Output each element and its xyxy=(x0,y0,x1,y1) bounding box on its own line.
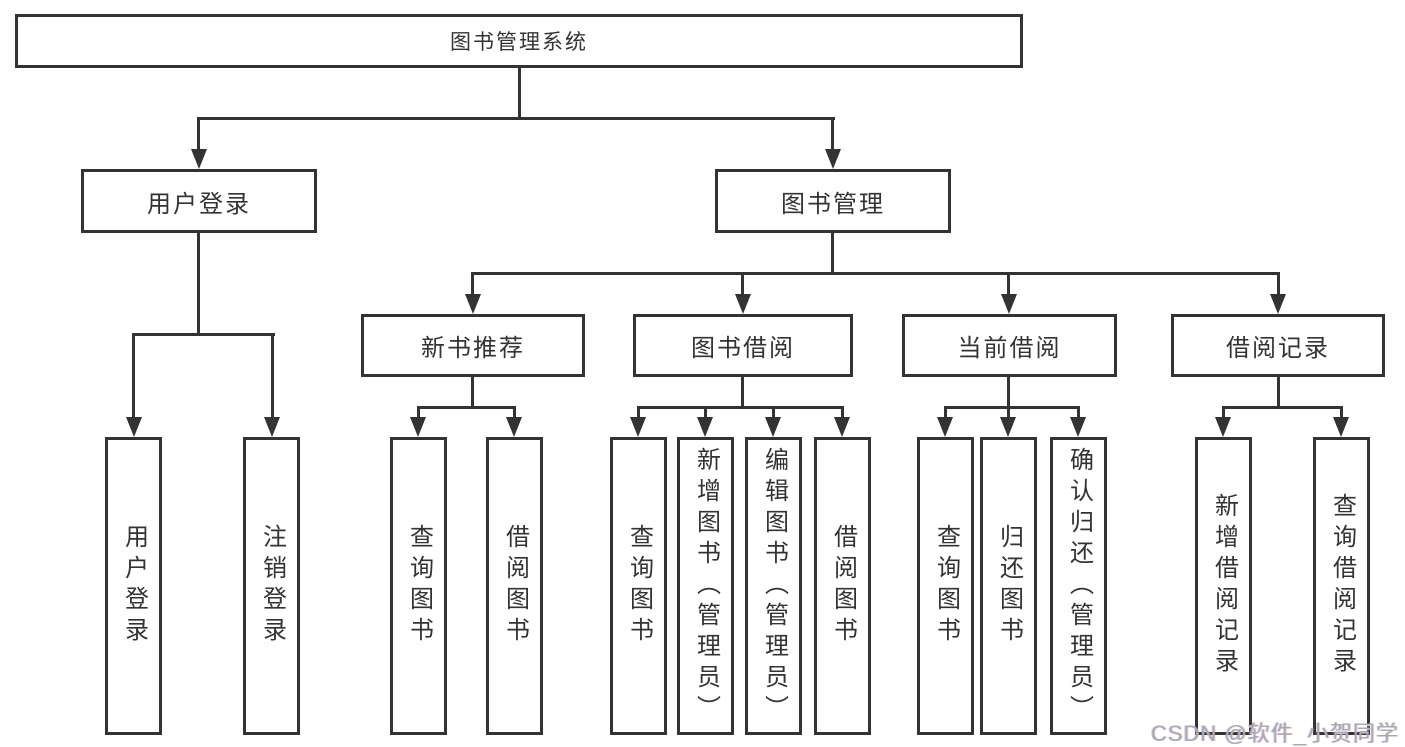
node-borrow-records-label: 借阅记录 xyxy=(1226,335,1330,362)
leaf-records-query-record: 查询借阅记录 xyxy=(1313,437,1370,735)
connector-line xyxy=(197,233,200,336)
leaf-user-login: 用户登录 xyxy=(105,437,162,735)
arrowhead-icon xyxy=(506,417,522,437)
connector-line xyxy=(471,272,474,296)
leaf-borrow-add-books-admin: 新增图书（管理员） xyxy=(677,437,734,735)
connector-line xyxy=(741,272,744,296)
arrowhead-icon xyxy=(697,417,713,437)
connector-line xyxy=(513,406,516,420)
leaf-records-query-record-label: 查询借阅记录 xyxy=(1328,493,1356,679)
node-root: 图书管理系统 xyxy=(15,14,1023,68)
connector-line xyxy=(741,377,744,409)
leaf-records-add-record-label: 新增借阅记录 xyxy=(1210,493,1238,679)
connector-line xyxy=(417,406,420,420)
arrowhead-icon xyxy=(126,417,142,437)
connector-line xyxy=(944,406,1079,409)
arrowhead-icon xyxy=(937,417,953,437)
connector-line xyxy=(637,406,843,409)
connector-line xyxy=(133,333,275,336)
connector-line xyxy=(1277,272,1280,296)
arrowhead-icon xyxy=(825,149,841,169)
connector-line xyxy=(1007,377,1010,409)
leaf-borrow-borrow-books-label: 借阅图书 xyxy=(829,524,857,648)
connector-line xyxy=(704,406,707,420)
leaf-current-return-books-label: 归还图书 xyxy=(995,524,1023,648)
leaf-current-confirm-return-admin: 确认归还（管理员） xyxy=(1050,437,1107,735)
leaf-borrow-query-books: 查询图书 xyxy=(610,437,667,735)
arrowhead-icon xyxy=(264,417,280,437)
node-book-borrow: 图书借阅 xyxy=(633,314,853,377)
arrowhead-icon xyxy=(465,294,481,314)
node-book-management: 图书管理 xyxy=(715,169,951,233)
arrowhead-icon xyxy=(765,417,781,437)
arrowhead-icon xyxy=(1001,294,1017,314)
connector-line xyxy=(1340,406,1343,420)
leaf-current-query-books-label: 查询图书 xyxy=(932,524,960,648)
connector-line xyxy=(271,333,274,419)
node-root-label: 图书管理系统 xyxy=(450,31,588,54)
connector-line xyxy=(1007,272,1010,296)
leaf-logout-label: 注销登录 xyxy=(258,524,286,648)
leaf-current-query-books: 查询图书 xyxy=(917,437,974,735)
connector-line xyxy=(1007,406,1010,420)
connector-line xyxy=(132,333,135,419)
leaf-newbook-query-books-label: 查询图书 xyxy=(405,524,433,648)
leaf-newbook-borrow-books-label: 借阅图书 xyxy=(501,524,529,648)
arrowhead-icon xyxy=(1000,417,1016,437)
node-book-management-label: 图书管理 xyxy=(781,190,885,218)
leaf-borrow-add-books-admin-label: 新增图书（管理员） xyxy=(692,446,720,726)
arrowhead-icon xyxy=(1070,417,1086,437)
node-current-borrow: 当前借阅 xyxy=(902,314,1117,377)
connector-line xyxy=(471,272,1280,275)
connector-line xyxy=(944,406,947,420)
leaf-current-confirm-return-admin-label: 确认归还（管理员） xyxy=(1065,446,1093,726)
connector-line xyxy=(1222,406,1341,409)
arrowhead-icon xyxy=(1333,417,1349,437)
arrowhead-icon xyxy=(410,417,426,437)
leaf-borrow-edit-books-admin-label: 编辑图书（管理员） xyxy=(760,446,788,726)
node-user-login: 用户登录 xyxy=(81,169,317,233)
arrowhead-icon xyxy=(834,417,850,437)
leaf-user-login-label: 用户登录 xyxy=(120,524,148,648)
connector-line xyxy=(518,68,521,119)
leaf-records-add-record: 新增借阅记录 xyxy=(1195,437,1252,735)
leaf-current-return-books: 归还图书 xyxy=(980,437,1037,735)
node-user-login-label: 用户登录 xyxy=(147,190,251,218)
connector-line xyxy=(417,406,516,409)
node-new-book-recommend: 新书推荐 xyxy=(361,314,585,377)
connector-line xyxy=(197,117,200,153)
connector-line xyxy=(1222,406,1225,420)
connector-line xyxy=(831,117,834,153)
connector-line xyxy=(1277,377,1280,409)
node-current-borrow-label: 当前借阅 xyxy=(957,335,1062,362)
arrowhead-icon xyxy=(630,417,646,437)
connector-line xyxy=(1077,406,1080,420)
leaf-borrow-query-books-label: 查询图书 xyxy=(625,524,653,648)
arrowhead-icon xyxy=(1270,294,1286,314)
leaf-borrow-edit-books-admin: 编辑图书（管理员） xyxy=(745,437,802,735)
leaf-borrow-borrow-books: 借阅图书 xyxy=(814,437,871,735)
arrowhead-icon xyxy=(191,149,207,169)
node-new-book-recommend-label: 新书推荐 xyxy=(421,335,525,362)
csdn-watermark: CSDN @软件_小贺同学 xyxy=(1150,721,1399,746)
connector-line xyxy=(637,406,640,420)
arrowhead-icon xyxy=(1215,417,1231,437)
node-borrow-records: 借阅记录 xyxy=(1171,314,1385,377)
leaf-newbook-borrow-books: 借阅图书 xyxy=(486,437,543,735)
arrowhead-icon xyxy=(735,294,751,314)
connector-line xyxy=(772,406,775,420)
leaf-logout: 注销登录 xyxy=(243,437,300,735)
connector-line xyxy=(831,233,834,275)
connector-line xyxy=(841,406,844,420)
connector-line xyxy=(198,117,835,120)
leaf-newbook-query-books: 查询图书 xyxy=(390,437,447,735)
node-book-borrow-label: 图书借阅 xyxy=(691,335,795,362)
connector-line xyxy=(471,377,474,409)
